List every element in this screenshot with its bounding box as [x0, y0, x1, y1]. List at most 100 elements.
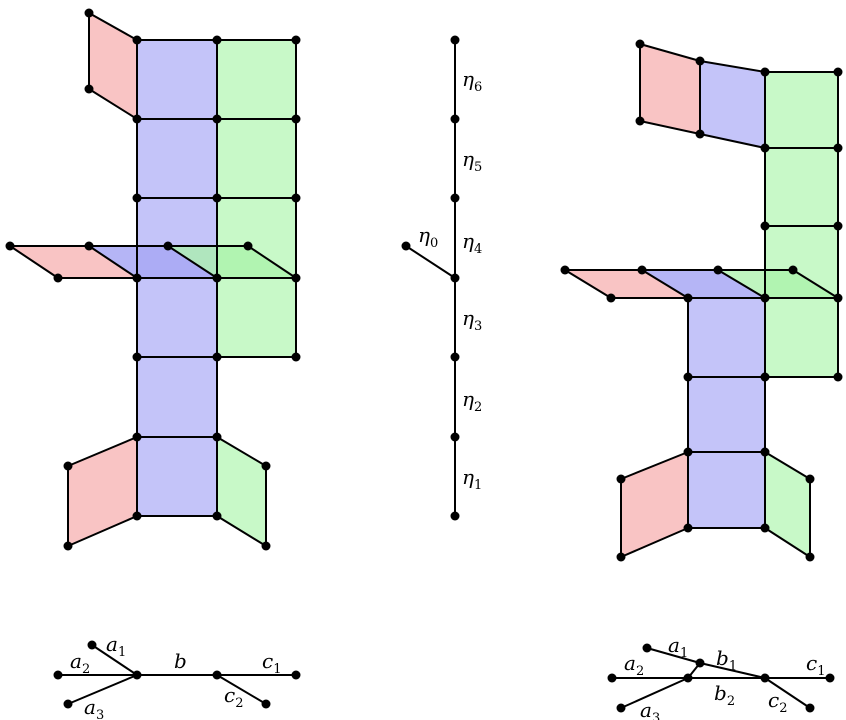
tree-right-a3-edge: [620, 677, 689, 709]
tree-right-label-c1-symbol: c: [806, 651, 817, 675]
vertex: [132, 273, 142, 283]
chain-label-eta1-symbol: η: [462, 465, 474, 489]
tree-left-label-c1-symbol: c: [262, 649, 273, 673]
tree-left-label-a3-subscript: 3: [96, 708, 104, 720]
tree-left-a-edge: [67, 674, 138, 705]
vertex: [606, 293, 616, 303]
vertices-layer: [5, 8, 843, 713]
blue-flap-middle-edge: [167, 245, 218, 279]
chain-label-eta2-symbol: η: [462, 387, 474, 411]
vertex: [243, 241, 253, 251]
vertex: [635, 116, 645, 126]
chain-label-eta6: η6: [462, 67, 482, 95]
red-flap-middle-edge: [9, 245, 59, 279]
chain-vertex: [450, 35, 460, 45]
tree-right-label-a1-subscript: 1: [680, 646, 688, 661]
red-flap-bottom-edge: [620, 527, 689, 558]
vertex: [635, 39, 645, 49]
tree-left-vertex: [261, 699, 271, 709]
chain-vertex: [450, 114, 460, 124]
tree-left-label-b: b: [174, 649, 187, 673]
top-edge: [699, 60, 766, 73]
tree-left-label-a1-subscript: 1: [118, 645, 126, 660]
chain-label-eta4-symbol: η: [462, 229, 474, 253]
tree-right-vertex: [616, 703, 626, 713]
tree-right-vertex: [760, 673, 770, 683]
tree-right-c2-edge: [764, 677, 811, 709]
tree-right-vertex: [607, 673, 617, 683]
blue-flap-middle: [89, 246, 217, 278]
vertex: [616, 474, 626, 484]
green-flap-middle: [718, 270, 838, 298]
chain-label-eta3-symbol: η: [462, 306, 474, 330]
vertex: [760, 447, 770, 457]
tree-right-label-a3-symbol: a: [640, 698, 652, 720]
green-flap-bottom-edge: [764, 451, 811, 480]
red-flap-top: [640, 44, 700, 134]
vertex: [84, 241, 94, 251]
red-flap-middle-edge: [88, 245, 138, 279]
vertex: [132, 193, 142, 203]
vertex: [760, 221, 770, 231]
tree-left-a-edge: [91, 644, 138, 676]
tree-left-label-a3-symbol: a: [84, 695, 96, 719]
red-flap-top-edge: [88, 12, 138, 41]
chain-label-eta0: η0: [418, 223, 438, 251]
vertex: [212, 114, 222, 124]
tree-left-c2-edge: [216, 674, 267, 705]
tree-right-label-a2: a2: [624, 651, 644, 679]
middle-flap-edge: [564, 269, 612, 299]
vertex: [805, 474, 815, 484]
chain-label-eta2-subscript: 2: [474, 400, 482, 415]
vertex: [788, 265, 798, 275]
tree-right-vertex: [642, 643, 652, 653]
vertex: [132, 511, 142, 521]
red-flap-middle: [565, 270, 688, 298]
chain-vertex: [450, 432, 460, 442]
tree-right-label-a1-symbol: a: [668, 633, 680, 657]
vertex: [760, 67, 770, 77]
red-flap-bottom-edge: [620, 451, 689, 480]
tree-right-label-c2: c2: [768, 688, 787, 716]
vertex: [261, 461, 271, 471]
tree-left-vertex: [291, 670, 301, 680]
tree-left-label-c2-subscript: 2: [235, 696, 243, 711]
vertex: [683, 293, 693, 303]
tree-right-label-b2-subscript: 2: [727, 694, 735, 709]
tree-right-vertex: [695, 658, 705, 668]
chain-vertex: [450, 511, 460, 521]
vertex: [695, 56, 705, 66]
chain-vertex: [450, 193, 460, 203]
green-flap-bottom-edge: [764, 527, 811, 558]
tree-left-label-c2-symbol: c: [224, 683, 235, 707]
tree-left-label-b-symbol: b: [174, 649, 187, 673]
blue-flap-top-edge: [699, 133, 766, 149]
tree-left-label-a1-symbol: a: [106, 632, 118, 656]
tree-right-label-b1-symbol: b: [716, 646, 729, 670]
middle-flap-edge: [641, 269, 689, 299]
tree-left-label-a1: a1: [106, 632, 126, 660]
vertex: [760, 372, 770, 382]
vertex: [760, 293, 770, 303]
vertex: [84, 8, 94, 18]
chain-label-eta1-subscript: 1: [474, 478, 482, 493]
blue-flap-top: [700, 61, 765, 148]
vertex: [713, 265, 723, 275]
red-flap-top-edge: [88, 88, 138, 120]
vertex: [833, 143, 843, 153]
chain-vertex: [450, 352, 460, 362]
chain-label-eta6-subscript: 6: [474, 80, 482, 95]
green-flap-bottom: [765, 452, 810, 557]
tree-right-label-b1: b1: [716, 646, 737, 674]
red-flap-bottom-edge: [67, 436, 138, 467]
vertex: [212, 193, 222, 203]
vertex: [63, 461, 73, 471]
chain-label-eta0-symbol: η: [418, 223, 430, 247]
vertex: [63, 541, 73, 551]
vertex: [84, 84, 94, 94]
vertex: [291, 35, 301, 45]
chain-vertex-eta0: [401, 241, 411, 251]
tree-right-vertex: [683, 673, 693, 683]
